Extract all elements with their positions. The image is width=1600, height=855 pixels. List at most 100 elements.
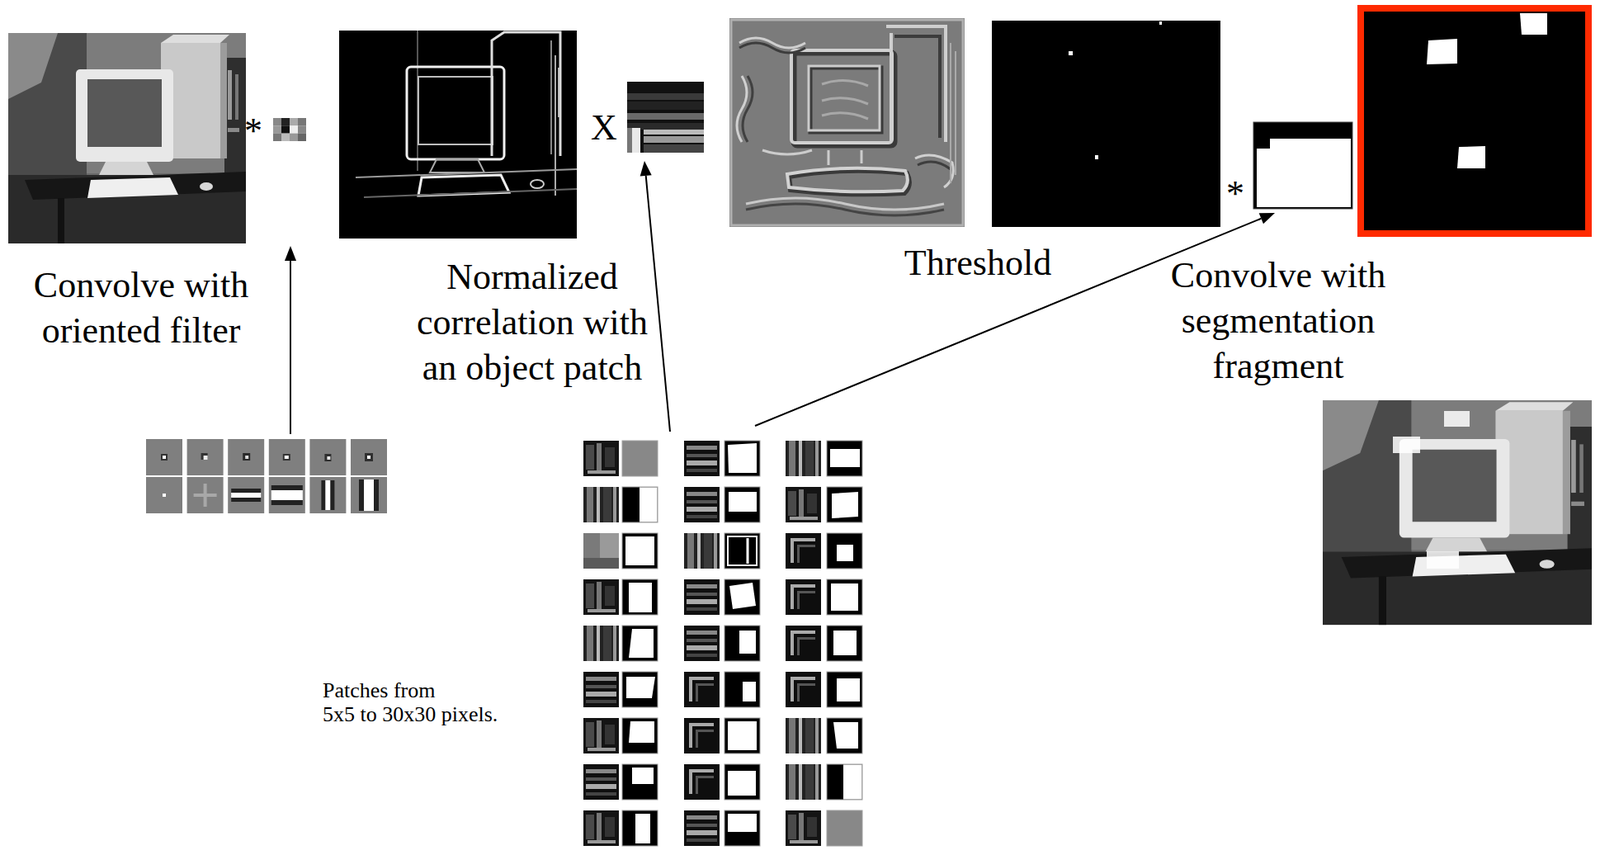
filter-bank: [350, 476, 388, 514]
object-patch: [643, 136, 704, 143]
correlation-map: [739, 42, 806, 53]
patch-grid: [727, 813, 757, 832]
patch-grid: [724, 579, 760, 615]
filter-bank: [187, 476, 224, 514]
patch-grid: [836, 544, 854, 562]
patch-grid: [724, 764, 760, 800]
patch-grid: [635, 813, 651, 844]
filter-bank: [367, 455, 371, 459]
correlation-map: [787, 168, 908, 193]
filter-bank: [373, 479, 379, 511]
filter-patch: [273, 117, 307, 142]
overlay-photo: [1392, 436, 1421, 454]
patch-grid: [622, 764, 658, 800]
correlation-map: [762, 150, 812, 155]
patch-grid: [626, 676, 656, 699]
patch-grid: [826, 625, 863, 661]
correlation-map: [915, 155, 954, 188]
object-patch: [627, 101, 704, 110]
filter-bank: [325, 480, 331, 510]
patch-grid: [583, 486, 619, 523]
edge-image: [491, 32, 561, 156]
object-patch: [632, 127, 641, 153]
patch-grid: [826, 533, 863, 569]
patch-grid: [785, 764, 822, 800]
correlation-map: [736, 75, 747, 142]
patch-grid: [724, 717, 760, 754]
filter-bank: [364, 453, 373, 462]
patch-grid: [724, 810, 760, 846]
filter-patch: [297, 125, 307, 133]
leader-arrow: [284, 245, 297, 435]
patch-grid: [826, 533, 863, 569]
filter-bank: [330, 480, 335, 510]
segmentation-result: [1360, 8, 1589, 234]
filter-patch: [289, 125, 298, 133]
patch-grid: [833, 630, 857, 656]
edge-image: [363, 188, 577, 198]
patch-grid: [826, 671, 863, 708]
edge-image: [429, 159, 485, 173]
label-holder: Normalized correlation with an object pa…: [404, 254, 661, 391]
patch-grid: [625, 536, 655, 566]
overlay-photo: [1322, 400, 1592, 625]
correlation-map: [793, 52, 895, 146]
filter-bank: [231, 492, 261, 498]
patch-grid: [831, 491, 859, 519]
label-holder: Threshold: [870, 240, 1086, 286]
patch-note: Patches from 5x5 to 30x30 pixels.: [322, 678, 529, 727]
threshold-map: [991, 20, 1221, 227]
patch-grid: [622, 486, 658, 523]
label-holder: Patches from 5x5 to 30x30 pixels.: [322, 678, 529, 727]
filter-bank: [271, 500, 303, 506]
filter-patch: [289, 133, 298, 142]
correlation-map: [791, 50, 893, 143]
filter-patch: [297, 117, 307, 126]
patch-grid: [727, 443, 757, 473]
patch-grid: [785, 717, 822, 754]
step-caption: Convolve with segmentation fragment: [1154, 252, 1402, 389]
patch-grid: [843, 764, 863, 800]
patch-grid: [826, 440, 863, 477]
patch-grid: [622, 810, 658, 846]
patch-grid: [724, 625, 760, 661]
edge-image: [530, 179, 544, 189]
patch-grid: [684, 579, 720, 615]
filter-bank: [146, 438, 388, 514]
patch-grid: [724, 533, 760, 569]
edge-image: [557, 67, 560, 118]
patch-grid: [583, 533, 619, 569]
patch-grid: [724, 810, 760, 846]
patch-grid: [836, 678, 860, 702]
filter-bank: [227, 476, 265, 514]
filter-patch: [273, 133, 282, 142]
object-patch: [627, 93, 704, 100]
filter-bank: [201, 453, 208, 460]
correlation-map: [950, 42, 956, 184]
step-caption: Convolve with oriented filter: [9, 262, 274, 354]
patch-grid: [830, 583, 859, 611]
patch-grid: [684, 625, 720, 661]
patch-grid: [833, 722, 859, 749]
overlay-photo: [1322, 400, 1592, 625]
operator-symbol: *: [1210, 175, 1261, 213]
patch-grid: [826, 810, 863, 846]
patch-grid: [785, 440, 822, 477]
filter-bank: [309, 476, 346, 514]
patch-grid: [826, 486, 863, 523]
threshold-map: [1094, 155, 1099, 160]
filter-patch: [297, 133, 307, 142]
patch-grid: [684, 671, 720, 708]
patch-grid: [826, 764, 863, 800]
filter-bank: [146, 438, 183, 476]
filter-bank: [350, 438, 388, 476]
filter-bank: [309, 438, 346, 476]
segmentation-fragment: [1253, 122, 1353, 209]
filter-bank: [350, 476, 388, 514]
input-photo: [8, 33, 246, 244]
patch-grid: [622, 764, 658, 800]
correlation-map: [917, 161, 951, 170]
patch-grid: [785, 625, 822, 661]
object-patch: [627, 81, 704, 153]
patch-grid: [684, 764, 720, 800]
